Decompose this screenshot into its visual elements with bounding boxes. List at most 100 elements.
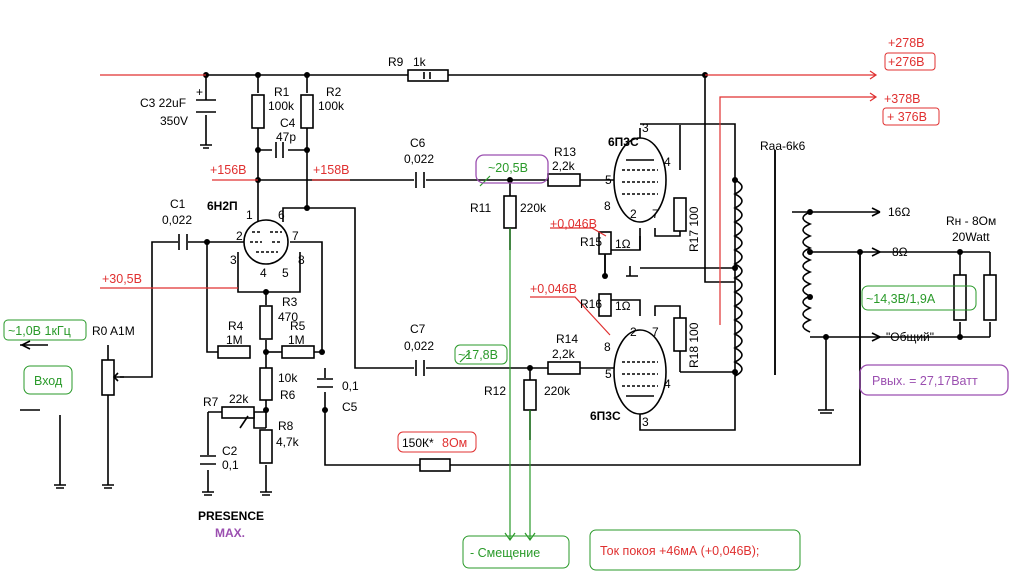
r13-resistor [547, 173, 581, 187]
r1-resistor [251, 94, 265, 129]
r4-value: 1M [226, 333, 243, 347]
r7-value: 22k [229, 392, 249, 406]
load-resistor-1 [953, 274, 967, 321]
cathode-bot-voltage: +0,046В [530, 282, 577, 296]
tube-top-name: 6П3С [608, 135, 639, 149]
tube-6p3s-top [613, 137, 667, 223]
r9-value: 1k [413, 55, 427, 69]
components: + [20, 69, 997, 472]
labels: +278В +276В +378В + 376В R9 1k C3 22uF 3… [8, 36, 996, 560]
r14-resistor [547, 361, 581, 375]
r8-name: R8 [278, 419, 294, 433]
r14-value: 2,2k [552, 347, 576, 361]
r6-value: 10k [278, 371, 298, 385]
pin-8a: 8 [298, 253, 305, 267]
tube-6n2p [243, 219, 289, 265]
supply-b2-meas: + 376В [887, 110, 927, 124]
load-power: 20Watt [952, 230, 990, 244]
r11-value: 220k [520, 201, 547, 215]
r3-value: 470 [278, 310, 298, 324]
tap-16: 16Ω [888, 205, 910, 219]
pin-7t: 7 [652, 207, 659, 221]
transformer-secondary [802, 211, 813, 333]
c7-capacitor [415, 360, 425, 376]
r2-name: R2 [326, 85, 342, 99]
boxes [3, 52, 1009, 571]
c7-value: 0,022 [404, 339, 434, 353]
r5-resistor [281, 345, 315, 359]
pin-6a: 6 [278, 208, 285, 222]
feedback-ohm: 8Ом [442, 436, 467, 450]
svg-text:+: + [196, 85, 203, 99]
presence-label: PRESENCE [198, 509, 264, 523]
c6-name: C6 [410, 136, 426, 150]
r2-value: 100k [318, 99, 345, 113]
r15-value: 1Ω [615, 237, 631, 251]
r0-label: R0 A1M [92, 324, 135, 338]
c1-value: 0,022 [162, 213, 192, 227]
pin-5a: 5 [282, 266, 289, 280]
supply-b2-calc: +378В [884, 92, 921, 106]
r16-name: R16 [580, 297, 602, 311]
r17-resistor [673, 197, 687, 232]
r9-resistor [407, 69, 449, 82]
c4-name: C4 [280, 116, 296, 130]
pin-3t: 3 [642, 121, 649, 135]
r12-value: 220k [544, 384, 571, 398]
r13-value: 2,2k [552, 159, 576, 173]
r6-name: R6 [280, 388, 296, 402]
pin-5t: 5 [605, 173, 612, 187]
pin-3a: 3 [230, 253, 237, 267]
green-wires [459, 175, 536, 542]
supply-b1-calc: +278В [888, 36, 925, 50]
c4-value: 47p [276, 130, 296, 144]
c1-name: C1 [170, 197, 186, 211]
c6-capacitor [415, 172, 425, 188]
r15-name: R15 [580, 235, 602, 249]
tap-8: 8Ω [892, 245, 908, 259]
r0-potentiometer [101, 359, 115, 396]
r4-resistor [217, 345, 251, 359]
r5-name: R5 [290, 319, 306, 333]
c4-capacitor [275, 142, 284, 158]
c3-capacitor [196, 99, 216, 113]
c6-value: 0,022 [404, 152, 434, 166]
c2-name: C2 [222, 444, 238, 458]
pin-2a: 2 [236, 229, 243, 243]
r11-name: R11 [470, 201, 491, 215]
pin-8b: 8 [604, 340, 611, 354]
c3-voltage: 350V [160, 114, 188, 128]
output-measure: ~14,3В/1,9А [866, 292, 936, 306]
r1-value: 100k [268, 99, 295, 113]
r8-resistor [259, 429, 273, 464]
pin-4b: 4 [664, 377, 671, 391]
r13-name: R13 [554, 145, 576, 159]
pin-7b: 7 [652, 325, 659, 339]
junctions [203, 72, 963, 413]
idle-current: Ток покоя +46мА (+0,046В); [600, 544, 759, 558]
pin-4t: 4 [664, 155, 671, 169]
feedback-value: 150К* [402, 436, 434, 450]
pin-3b: 3 [642, 415, 649, 429]
input-label: Вход [34, 374, 63, 388]
r15-resistor [598, 231, 612, 255]
tube-bot-name: 6П3С [590, 409, 621, 423]
c5-value: 0,1 [342, 379, 359, 393]
c2-capacitor [200, 455, 216, 465]
c1-capacitor [178, 234, 188, 250]
r5-value: 1M [288, 333, 305, 347]
r3-resistor [259, 305, 273, 340]
r2-resistor [300, 94, 314, 129]
c3-name: C3 22uF [140, 96, 186, 110]
v158: +158В [313, 163, 350, 177]
r4-name: R4 [228, 319, 244, 333]
r18-label: R18 100 [687, 322, 701, 368]
r12-name: R12 [484, 384, 506, 398]
pin-7a: 7 [292, 229, 299, 243]
wires [20, 74, 991, 496]
r12-resistor [523, 379, 537, 411]
load-name: Rн - 8Ом [946, 214, 996, 228]
supply-b1-meas: +276В [888, 55, 925, 69]
r16-value: 1Ω [615, 299, 631, 313]
